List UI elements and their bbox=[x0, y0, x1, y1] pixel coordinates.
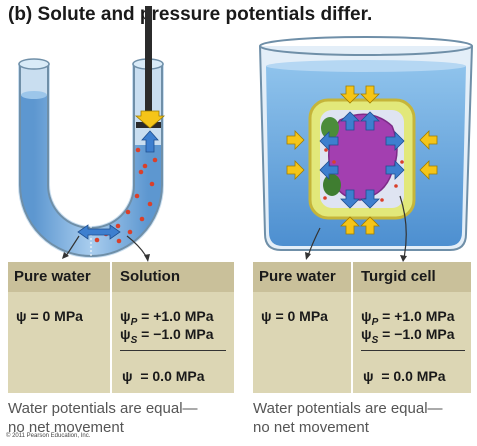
left-psi-total: ψ = 0.0 MPa bbox=[122, 368, 205, 384]
left-caption-line2: no net movement bbox=[8, 419, 124, 436]
water-movement-arrows bbox=[77, 130, 159, 240]
illustration bbox=[17, 6, 473, 262]
left-psi-s-value: = −1.0 MPa bbox=[141, 326, 214, 342]
left-psi-p: ψP = +1.0 MPa bbox=[120, 308, 214, 328]
left-sum-rule bbox=[120, 350, 226, 351]
right-potential-table: Pure water Turgid cell ψ = 0 MPa ψP = +1… bbox=[253, 262, 471, 393]
copyright: © 2011 Pearson Education, Inc. bbox=[6, 433, 91, 439]
left-psi-s: ψS = −1.0 MPa bbox=[120, 326, 214, 346]
figure-title: (b) Solute and pressure potentials diffe… bbox=[8, 4, 373, 25]
right-psi-total-value: = 0.0 MPa bbox=[381, 368, 446, 384]
right-sum-rule bbox=[361, 350, 465, 351]
right-caption: Water potentials are equal— no net movem… bbox=[253, 399, 443, 437]
right-caption-line1: Water potentials are equal— bbox=[253, 400, 443, 417]
right-col1-header: Pure water bbox=[259, 268, 336, 285]
left-psi-total-value: = 0.0 MPa bbox=[140, 368, 205, 384]
left-col2-header: Solution bbox=[120, 268, 180, 285]
right-col2-header: Turgid cell bbox=[361, 268, 436, 285]
pressure-arrow bbox=[134, 110, 166, 129]
right-psi-s-value: = −1.0 MPa bbox=[382, 326, 455, 342]
blue-arrows bbox=[319, 111, 405, 209]
left-header-row: Pure water Solution bbox=[8, 262, 234, 292]
right-psi-s: ψS = −1.0 MPa bbox=[361, 326, 455, 346]
left-caption-line1: Water potentials are equal— bbox=[8, 400, 198, 417]
turgid-cell bbox=[308, 98, 416, 220]
left-col1-header: Pure water bbox=[14, 268, 91, 285]
right-psi-p-value: = +1.0 MPa bbox=[382, 308, 455, 324]
left-caption: Water potentials are equal— no net movem… bbox=[8, 399, 198, 437]
right-caption-line2: no net movement bbox=[253, 419, 369, 436]
right-divider bbox=[351, 262, 353, 393]
right-header-row: Pure water Turgid cell bbox=[253, 262, 471, 292]
left-psi-p-value: = +1.0 MPa bbox=[141, 308, 214, 324]
left-pure-water-value: ψ = 0 MPa bbox=[16, 308, 83, 324]
left-divider bbox=[110, 262, 112, 393]
right-psi-p: ψP = +1.0 MPa bbox=[361, 308, 455, 328]
left-potential-table: Pure water Solution ψ = 0 MPa ψP = +1.0 … bbox=[8, 262, 234, 393]
yellow-arrows bbox=[286, 85, 438, 235]
right-pure-water-value: ψ = 0 MPa bbox=[261, 308, 328, 324]
right-psi-total: ψ = 0.0 MPa bbox=[363, 368, 446, 384]
